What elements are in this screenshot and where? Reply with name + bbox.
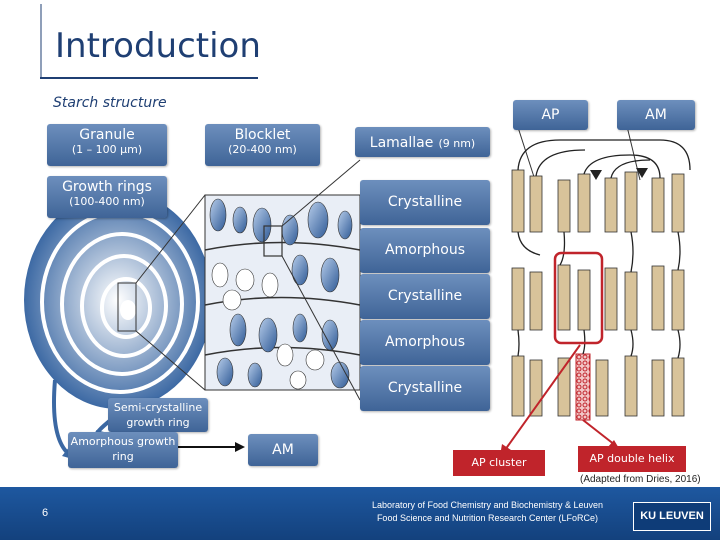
granule-rings-graphic: [22, 189, 214, 411]
amorphous-layer-2: Amorphous: [360, 320, 490, 365]
amorphous-ring-label: Amorphous growth ring: [68, 432, 178, 468]
semi-crystalline-ring-label: Semi-crystalline growth ring: [108, 398, 208, 432]
lamellae-graphic: [511, 117, 691, 421]
am-bottom-label: AM: [248, 434, 318, 466]
blocklet-title: Blocklet: [234, 127, 291, 143]
lamellae-size: (9 nm): [438, 137, 476, 150]
ku-leuven-logo: KU LEUVEN: [633, 502, 711, 531]
ap-cluster-text: AP cluster: [471, 456, 527, 469]
crystalline-text-3: Crystalline: [387, 380, 463, 396]
amorphous-ring-text: Amorphous growth ring: [70, 435, 176, 463]
am-label: AM: [617, 100, 695, 130]
slide-title: Introduction: [55, 26, 261, 66]
granule-title: Granule: [79, 127, 135, 143]
ap-label: AP: [513, 100, 588, 130]
semi-crystalline-ring-text: Semi-crystalline growth ring: [113, 401, 203, 429]
lamellae-label: Lamallae (9 nm): [355, 127, 490, 157]
crystalline-layer-3: Crystalline: [360, 366, 490, 411]
am-bottom-text: AM: [272, 442, 294, 458]
footer-text: Laboratory of Food Chemistry and Biochem…: [345, 499, 630, 525]
crystalline-layer-1: Crystalline: [360, 180, 490, 225]
growth-rings-title: Growth rings: [62, 179, 152, 195]
growth-rings-label: Growth rings (100-400 nm): [47, 176, 167, 218]
blocklet-graphic: [204, 159, 361, 401]
crystalline-layer-2: Crystalline: [360, 274, 490, 319]
amorphous-layer-1: Amorphous: [360, 228, 490, 273]
slide-subtitle: Starch structure: [53, 95, 167, 111]
footer-line-1: Laboratory of Food Chemistry and Biochem…: [371, 500, 604, 510]
ap-double-helix-label: AP double helix: [578, 446, 686, 472]
page-number: 6: [42, 507, 49, 519]
ap-cluster-label: AP cluster: [453, 450, 545, 476]
crystalline-text-2: Crystalline: [387, 288, 463, 304]
title-underline: [40, 77, 258, 79]
growth-rings-size: (100-400 nm): [69, 195, 145, 208]
ap-double-helix-text: AP double helix: [589, 452, 675, 465]
crystalline-text-1: Crystalline: [387, 194, 463, 210]
granule-label: Granule (1 – 100 µm): [47, 124, 167, 166]
amorphous-text-2: Amorphous: [384, 334, 466, 350]
blocklet-size: (20-400 nm): [228, 143, 297, 156]
citation: (Adapted from Dries, 2016): [580, 474, 701, 485]
granule-size: (1 – 100 µm): [71, 143, 143, 156]
amorphous-text-1: Amorphous: [384, 242, 466, 258]
title-accent-line: [40, 4, 42, 79]
blocklet-label: Blocklet (20-400 nm): [205, 124, 320, 166]
ap-text: AP: [541, 107, 560, 123]
footer-bar: [0, 487, 720, 540]
footer-line-2: Food Science and Nutrition Research Cent…: [376, 513, 599, 523]
lamellae-title: Lamallae: [369, 135, 434, 151]
am-text: AM: [645, 107, 667, 123]
